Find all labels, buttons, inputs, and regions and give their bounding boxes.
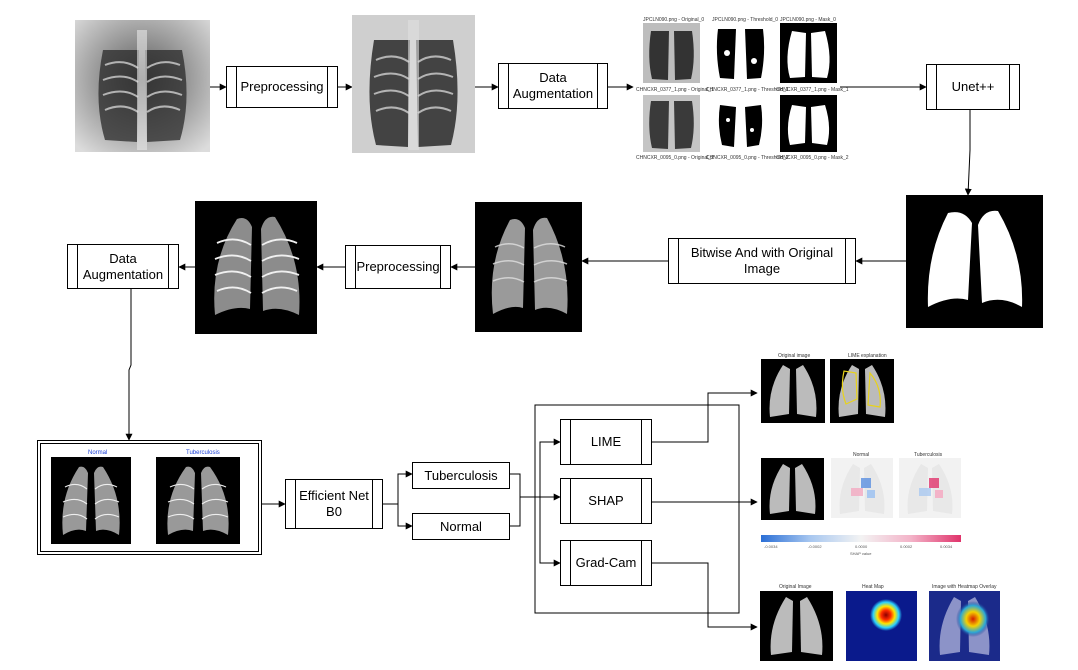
arrow-lime-to-result <box>652 389 758 443</box>
preprocessing-label-1: Preprocessing <box>240 79 324 94</box>
arrow-merge-to-lime <box>539 438 561 497</box>
data-augmentation-step-2: Data Augmentation <box>67 244 179 289</box>
sample-threshold-1 <box>712 95 769 152</box>
gradcam-middle-caption: Heat Map <box>862 584 884 590</box>
caption-threshold-2: CHNCXR_0095_0.png - Threshold_2 <box>706 155 789 161</box>
chest-xray-preprocessed <box>352 15 475 153</box>
preprocessing-step-1: Preprocessing <box>226 66 338 108</box>
sample-mask-0 <box>780 23 837 83</box>
gradcam-step: Grad-Cam <box>560 540 652 586</box>
caption-original-0: JPCLN090.png - Original_0 <box>643 17 705 23</box>
data-augmentation-label-1: Data Augmentation <box>512 70 594 101</box>
data-augmentation-step-1: Data Augmentation <box>498 63 608 109</box>
gradcam-right-caption: Image with Heatmap Overlay <box>932 584 997 590</box>
efficientnet-label: Efficient Net B0 <box>299 488 369 519</box>
arrow-net-to-normal <box>397 504 413 530</box>
class-normal-label: Normal <box>440 519 482 534</box>
shap-tick-4: 0.0034 <box>940 544 953 549</box>
class-tuberculosis-label: Tuberculosis <box>424 468 498 483</box>
caption-original-1: CHNCXR_0377_1.png - Original_1 <box>636 87 714 93</box>
shap-normal-caption: Normal <box>853 452 870 458</box>
dataset-tuberculosis-image <box>156 457 240 544</box>
shap-colorbar-label: SHAP value <box>850 551 872 556</box>
caption-original-2: CHNCXR_0095_0.png - Original_2 <box>636 155 714 161</box>
chest-xray-raw <box>75 20 210 152</box>
bitwise-and-label: Bitwise And with Original Image <box>690 245 834 276</box>
caption-mask-2: CHNCXR_0095_0.png - Mask_2 <box>776 155 849 161</box>
line-normal-out <box>510 497 521 527</box>
line-tuberculosis-out <box>510 473 521 497</box>
dataset-normal-title: Normal <box>88 450 108 456</box>
preprocessing-step-2: Preprocessing <box>345 245 451 289</box>
bitwise-and-step: Bitwise And with Original Image <box>668 238 856 284</box>
sample-original-0 <box>643 23 700 83</box>
unet-label: Unet++ <box>951 79 995 94</box>
dataset-panel: Normal Tuberculosis <box>37 440 262 555</box>
shap-tick-0: -0.0034 <box>764 544 778 549</box>
arrow-net-to-tuberculosis <box>383 470 413 505</box>
shap-label: SHAP <box>588 493 624 508</box>
shap-tick-3: 0.0002 <box>900 544 913 549</box>
caption-mask-1: CHNCXR_0377_1.png - Mask_1 <box>776 87 849 93</box>
arrow-augmentation-to-dataset <box>125 289 133 441</box>
dataset-tuberculosis-title: Tuberculosis <box>186 450 220 456</box>
caption-mask-0: JPCLN090.png - Mask_0 <box>780 17 836 23</box>
caption-threshold-0: JPCLN090.png - Threshold_0 <box>712 17 779 23</box>
shap-tuberculosis-map <box>899 458 961 518</box>
gradcam-original-image <box>760 591 833 661</box>
preprocessed-lungs-image <box>195 201 317 334</box>
xai-group-frame <box>534 404 740 614</box>
shap-step: SHAP <box>560 478 652 524</box>
data-augmentation-label-2: Data Augmentation <box>82 250 164 282</box>
shap-tick-1: -0.0002 <box>808 544 822 549</box>
shap-original-image <box>761 458 824 520</box>
sample-mask-1 <box>780 95 837 152</box>
shap-tick-2: 0.0000 <box>855 544 868 549</box>
dataset-normal-image <box>51 457 131 544</box>
efficientnet-step: Efficient Net B0 <box>285 479 383 529</box>
gradcam-heatmap-image <box>846 591 917 661</box>
gradcam-label: Grad-Cam <box>575 555 637 570</box>
unet-step: Unet++ <box>926 64 1020 110</box>
shap-normal-map <box>831 458 893 518</box>
lime-step: LIME <box>560 419 652 465</box>
arrow-gradcam-to-result <box>652 562 758 631</box>
gradcam-overlay-image <box>929 591 1000 661</box>
lime-left-caption: Original image <box>778 353 811 359</box>
preprocessing-label-2: Preprocessing <box>356 259 440 274</box>
class-normal: Normal <box>412 513 510 540</box>
lime-explanation-image <box>830 359 894 423</box>
caption-threshold-1: CHNCXR_0377_1.png - Threshold_1 <box>706 87 789 93</box>
lime-original-image <box>761 359 825 423</box>
class-tuberculosis: Tuberculosis <box>412 462 510 489</box>
sample-original-1 <box>643 95 700 152</box>
lime-right-caption: LIME explanation <box>848 353 887 359</box>
lime-label: LIME <box>590 434 622 449</box>
lung-mask-image <box>906 195 1043 328</box>
arrow-merge-to-gradcam <box>539 497 561 567</box>
sample-threshold-0 <box>712 23 769 83</box>
shap-colorbar <box>761 535 961 542</box>
segmented-lungs-image <box>475 202 582 332</box>
shap-tuberculosis-caption: Tuberculosis <box>914 452 943 458</box>
arrow-unet-to-mask <box>964 110 972 196</box>
gradcam-left-caption: Original Image <box>779 584 812 590</box>
